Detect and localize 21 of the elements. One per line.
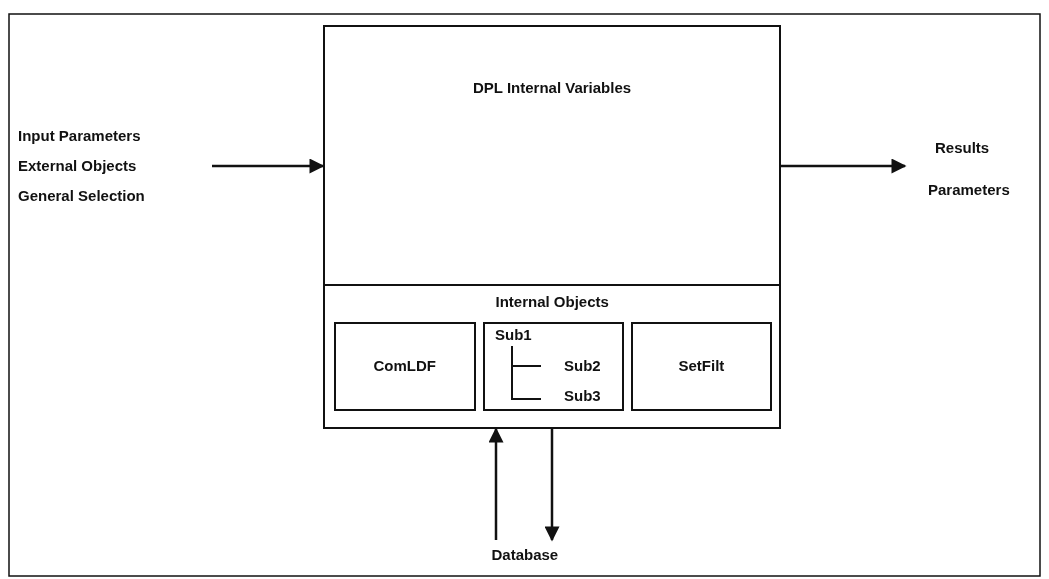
process-box <box>323 25 781 429</box>
arrow <box>488 427 504 540</box>
module-box <box>334 322 476 411</box>
module-box <box>631 322 772 411</box>
node-label: Sub1 <box>495 326 532 344</box>
module-box <box>483 322 624 411</box>
node-label: DPL Internal Variables <box>473 79 632 97</box>
node-label: SetFilt <box>678 357 725 375</box>
node-label: Internal Objects <box>495 293 609 311</box>
node-label: General Selection <box>18 187 145 205</box>
node-label: ComLDF <box>373 357 436 375</box>
node-label: External Objects <box>18 157 137 175</box>
node-label: Sub3 <box>564 387 601 405</box>
node-label: Database <box>491 546 559 564</box>
arrow <box>544 429 560 542</box>
node-label: Results <box>935 139 990 157</box>
arrow <box>212 158 325 174</box>
node-label: Sub2 <box>564 357 601 375</box>
node-label: Input Parameters <box>18 127 141 145</box>
node-label: Parameters <box>928 181 1010 199</box>
arrow <box>781 158 907 174</box>
